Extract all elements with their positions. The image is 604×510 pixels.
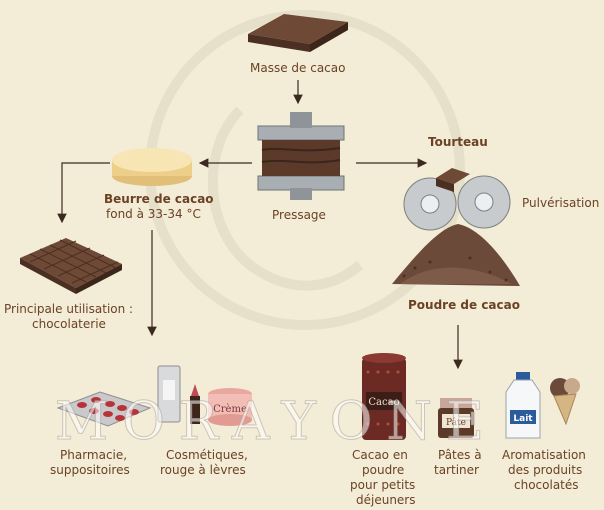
spread-jar-illustration: Pâte — [438, 398, 474, 438]
product-cacao-line2: poudre — [362, 463, 405, 477]
pulverisation-label: Pulvérisation — [522, 196, 600, 210]
lait-bottle-label: Lait — [513, 414, 533, 424]
flow-arrows — [57, 80, 463, 370]
press-illustration — [257, 112, 345, 200]
cocoa-butter-illustration — [112, 148, 192, 186]
chocolaterie-label: chocolaterie — [32, 317, 106, 331]
cosmetics-illustration: Crème — [157, 365, 252, 426]
chocolate-bar-illustration — [20, 238, 122, 294]
pate-jar-label: Pâte — [446, 417, 466, 428]
beurre-melting-point-label: fond à 33-34 °C — [106, 207, 201, 221]
product-cacao-line1: Cacao en — [352, 448, 408, 462]
product-cosmetiques-line1: Cosmétiques, — [166, 448, 248, 462]
cocoa-mass-illustration — [248, 14, 348, 52]
beurre-de-cacao-label: Beurre de cacao — [104, 192, 214, 206]
product-pharmacie-line2: suppositoires — [50, 463, 130, 477]
product-aromatisation-line1: Aromatisation — [502, 448, 586, 462]
pharmacy-blister-illustration — [56, 391, 152, 427]
cacao-tin-label: Cacao — [368, 397, 399, 408]
poudre-de-cacao-label: Poudre de cacao — [408, 298, 520, 312]
product-aromatisation-line2: des produits — [508, 463, 583, 477]
masse-de-cacao-label: Masse de cacao — [250, 61, 346, 75]
product-pharmacie-line1: Pharmacie, — [60, 448, 128, 462]
grinder-illustration — [403, 168, 511, 231]
product-cacao-line3: pour petits — [350, 478, 416, 492]
product-aromatisation-line3: chocolatés — [514, 478, 579, 492]
cocoa-powder-illustration — [392, 224, 520, 286]
creme-jar-label: Crème — [213, 404, 247, 415]
product-pates-line1: Pâtes à — [438, 448, 482, 462]
flavoring-illustration: Lait — [505, 372, 580, 439]
product-cacao-line4: déjeuners — [356, 493, 416, 507]
product-cosmetiques-line2: rouge à lèvres — [160, 463, 246, 477]
product-pates-line2: tartiner — [434, 463, 479, 477]
principale-utilisation-label: Principale utilisation : — [4, 302, 134, 316]
tourteau-label: Tourteau — [428, 135, 488, 149]
pressage-label: Pressage — [272, 208, 326, 222]
cocoa-tin-illustration: Cacao — [362, 353, 406, 440]
arrow-beurre-to-chocolat — [57, 162, 110, 224]
